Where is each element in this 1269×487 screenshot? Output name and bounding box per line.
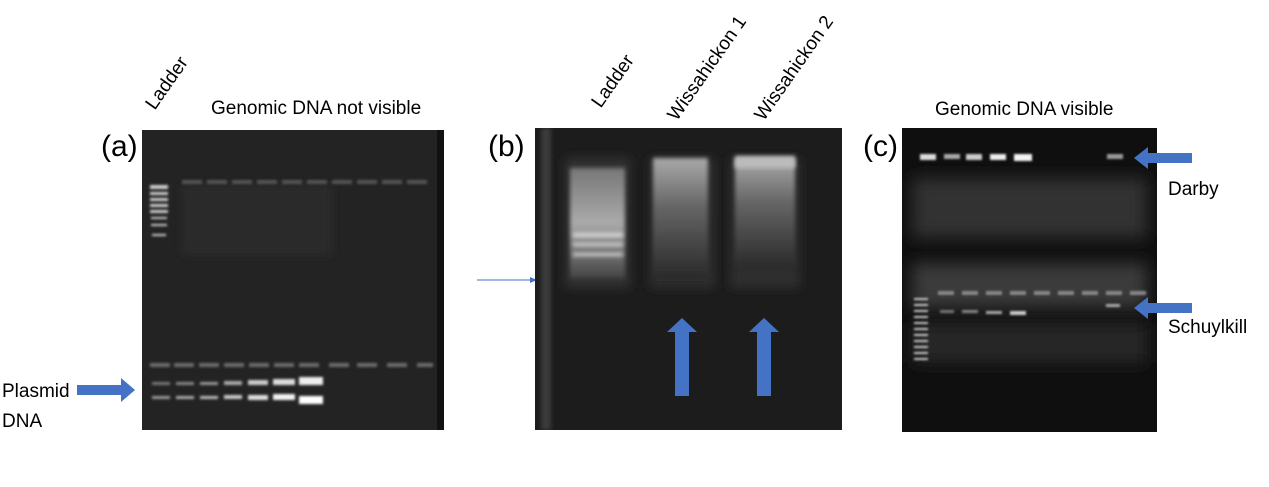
arrow-up-icon: [749, 318, 779, 396]
panel-a-letter: (a): [101, 130, 138, 163]
thin-arrow-icon: [477, 277, 537, 283]
lane-label-wissahickon-2: Wissahickon 2: [750, 12, 839, 125]
gel-image-a: [142, 130, 444, 430]
arrow-up-icon: [667, 318, 697, 396]
panel-a-caption: Genomic DNA not visible: [211, 98, 422, 119]
lane-label-ladder-a: Ladder: [141, 53, 193, 114]
arrow-left-icon: [1134, 147, 1192, 169]
lane-label-wissahickon-1: Wissahickon 1: [663, 12, 752, 125]
dna-label: DNA: [2, 411, 43, 432]
panel-c-caption: Genomic DNA visible: [935, 99, 1114, 120]
lane-label-ladder-b: Ladder: [587, 51, 639, 112]
gel-image-b: [535, 128, 842, 430]
arrow-left-icon: [1134, 297, 1192, 319]
panel-c-letter: (c): [863, 130, 898, 163]
arrow-right-icon: [77, 378, 135, 402]
schuylkill-label: Schuylkill: [1168, 317, 1248, 338]
darby-label: Darby: [1168, 179, 1219, 200]
plasmid-label: Plasmid: [2, 381, 70, 402]
panel-b-letter: (b): [488, 130, 525, 163]
gel-image-c: [902, 128, 1157, 432]
